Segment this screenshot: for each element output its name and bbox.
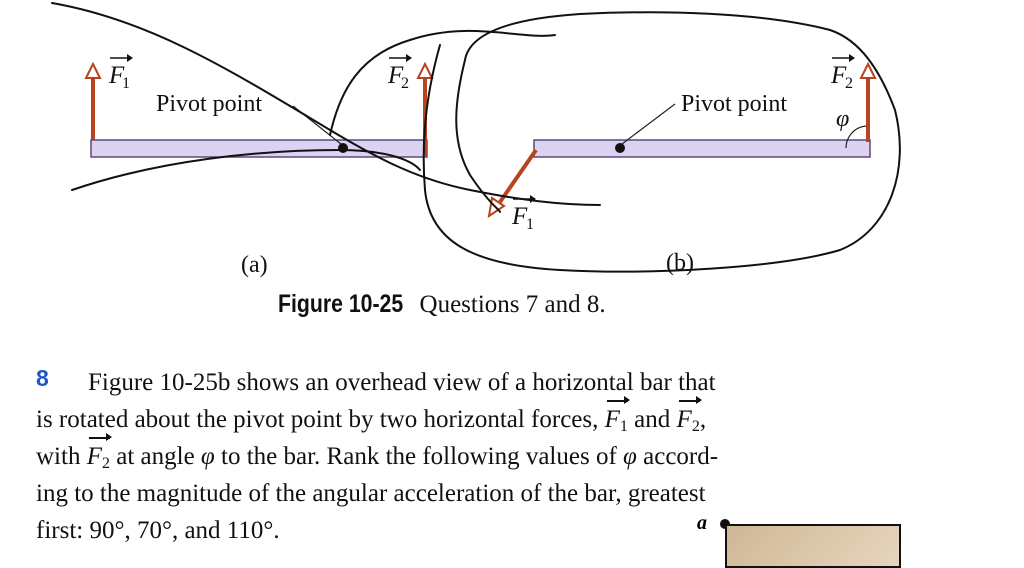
question-line-3: with F2 at angle φ to the bar. Rank the … <box>36 433 719 482</box>
vector-f2-inline: F2 <box>87 433 113 482</box>
question-line-3b: at angle <box>116 443 195 470</box>
panel-label-b: (b) <box>666 250 694 276</box>
bar-a <box>90 139 428 158</box>
arrowhead-f2-b <box>859 61 877 79</box>
force-arrow-f1-b <box>498 148 538 204</box>
force-label-f2-b: F 2 <box>830 54 855 92</box>
question-line-4: ing to the magnitude of the angular acce… <box>36 480 706 507</box>
angle-symbol-phi: φ <box>836 106 849 132</box>
force-label-f2-a: F 2 <box>387 54 412 92</box>
svg-text:F: F <box>108 62 125 89</box>
caption-text: Questions 7 and 8. <box>419 291 606 318</box>
pivot-dot-a <box>338 143 348 153</box>
panel-a <box>84 61 434 158</box>
arrowhead-f2-a <box>416 61 434 79</box>
svg-text:F: F <box>830 62 847 89</box>
panel-label-a: (a) <box>241 252 268 278</box>
question-line-2a: is rotated about the pivot point by two … <box>36 406 599 433</box>
question-line-1: Figure 10-25b shows an overhead view of … <box>88 369 716 396</box>
svg-text:F: F <box>387 62 404 89</box>
question-line-2: is rotated about the pivot point by two … <box>36 396 706 445</box>
pivot-dot-b <box>615 143 625 153</box>
pen-stroke-curl <box>329 29 556 136</box>
caption-label: Figure 10-25 <box>278 290 404 318</box>
question-line-3f: accord- <box>643 443 719 470</box>
vector-f2: F2 <box>677 396 703 445</box>
phi-symbol-2: φ <box>623 443 637 470</box>
pen-loop-b <box>422 11 901 273</box>
thumbnail-label: a <box>697 512 707 534</box>
force-label-f1-a: F 1 <box>108 54 133 92</box>
figure-caption: Figure 10-25 Questions 7 and 8. <box>278 290 606 319</box>
pivot-label-b: Pivot point <box>681 91 787 117</box>
pen-stroke-left-underline <box>71 148 421 191</box>
arrowhead-f1-a <box>84 61 102 79</box>
svg-text:1: 1 <box>526 216 534 233</box>
pen-annotations <box>51 2 901 273</box>
pivot-label-a: Pivot point <box>156 91 262 117</box>
pivot-leader-b <box>621 103 676 145</box>
bar-b <box>533 139 871 158</box>
question-number: 8 <box>36 365 49 391</box>
question-line-3d: to the bar. Rank the following values of <box>221 443 617 470</box>
question-line-2b: and <box>634 406 671 433</box>
svg-text:1: 1 <box>122 75 130 92</box>
question-line-5: first: 90°, 70°, and 110°. <box>36 517 280 544</box>
phi-symbol-1: φ <box>200 443 215 470</box>
svg-text:F: F <box>511 203 528 230</box>
angle-arc <box>845 125 867 149</box>
thumbnail-image <box>725 524 901 568</box>
svg-text:2: 2 <box>845 75 853 92</box>
panel-b <box>487 61 877 219</box>
question-line-3a: with <box>36 443 81 470</box>
vector-f1: F1 <box>605 396 631 445</box>
svg-text:2: 2 <box>401 75 409 92</box>
